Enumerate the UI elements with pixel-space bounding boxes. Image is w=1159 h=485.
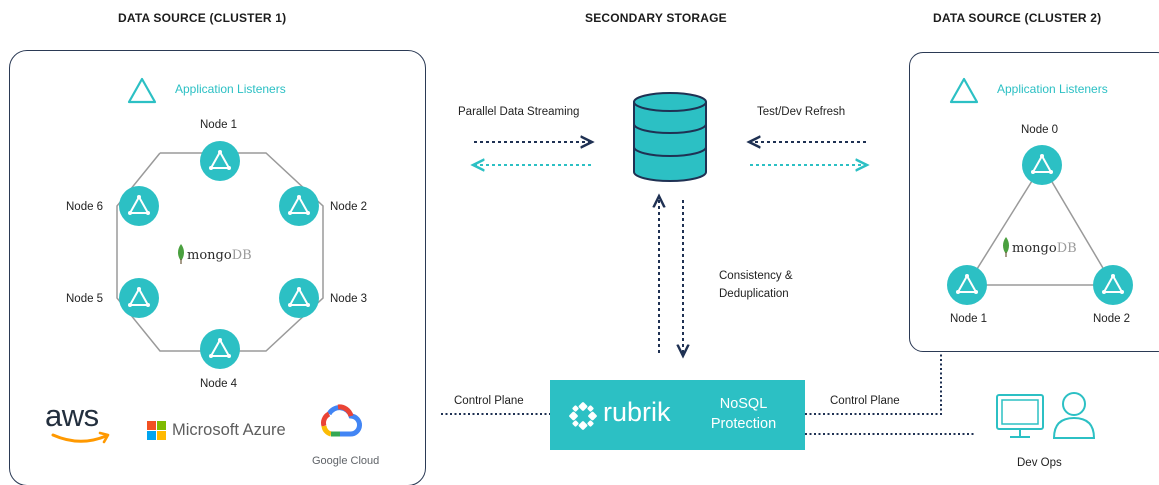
google-cloud-label: Google Cloud bbox=[312, 455, 380, 467]
devops-label: Dev Ops bbox=[1017, 457, 1062, 469]
control-plane-right-label: Control Plane bbox=[830, 395, 900, 407]
parallel-streaming-label: Parallel Data Streaming bbox=[458, 106, 580, 118]
mongodb-logo: mongoDB bbox=[187, 248, 252, 263]
c2-node-1-label: Node 1 bbox=[950, 313, 988, 325]
node-2-label: Node 2 bbox=[330, 201, 368, 213]
node-6 bbox=[119, 186, 159, 226]
mongodb-logo-2: mongoDB bbox=[1012, 241, 1077, 256]
computer-icon bbox=[996, 394, 1044, 438]
listeners-icon bbox=[127, 77, 157, 104]
rubrik-product-2: Protection bbox=[710, 416, 777, 432]
mongodb-leaf-icon-2 bbox=[1003, 237, 1009, 257]
azure-label: Microsoft Azure bbox=[172, 421, 286, 439]
aws-logo-text: aws bbox=[45, 398, 99, 433]
cluster2-listeners-label: Application Listeners bbox=[997, 82, 1108, 96]
c2-node-0-label: Node 0 bbox=[1021, 124, 1059, 136]
control-line-right bbox=[805, 352, 942, 415]
cluster2-ring bbox=[965, 163, 1115, 286]
aws-logo: aws bbox=[40, 398, 120, 458]
node-4-label: Node 4 bbox=[200, 378, 238, 390]
node-2 bbox=[279, 186, 319, 226]
testdev-refresh-label: Test/Dev Refresh bbox=[757, 106, 846, 118]
cluster1-ring bbox=[116, 152, 324, 352]
rubrik-brand: rubrik bbox=[603, 397, 671, 427]
c2-node-2-label: Node 2 bbox=[1093, 313, 1131, 325]
rubrik-box: rubrik NoSQL Protection bbox=[550, 380, 805, 450]
cluster1-box bbox=[9, 50, 426, 485]
rubrik-logo-icon bbox=[569, 402, 597, 430]
cluster2-header: DATA SOURCE (CLUSTER 2) bbox=[933, 11, 1102, 25]
control-plane-left-label: Control Plane bbox=[454, 395, 524, 407]
mongodb-leaf-icon bbox=[178, 244, 184, 264]
node-1 bbox=[200, 141, 240, 181]
listeners-icon-2 bbox=[949, 77, 979, 104]
node-3-label: Node 3 bbox=[330, 293, 368, 305]
consistency-label-2: Deduplication bbox=[719, 288, 789, 300]
mongodb-logo-2-a: mongo bbox=[1012, 241, 1057, 256]
aws-smile-icon bbox=[51, 431, 110, 444]
c2-node-2 bbox=[1093, 265, 1133, 305]
storage-header: SECONDARY STORAGE bbox=[585, 11, 727, 25]
cluster1-listeners-label: Application Listeners bbox=[175, 82, 286, 96]
node-5 bbox=[119, 278, 159, 318]
google-cloud-icon bbox=[321, 404, 362, 437]
microsoft-logo-icon bbox=[147, 421, 167, 441]
cluster1-header: DATA SOURCE (CLUSTER 1) bbox=[118, 11, 287, 25]
node-5-label: Node 5 bbox=[66, 293, 104, 305]
rubrik-product-1: NoSQL bbox=[719, 396, 768, 412]
c2-node-1 bbox=[947, 265, 987, 305]
consistency-label-1: Consistency & bbox=[719, 270, 793, 282]
mongodb-logo-2-b: DB bbox=[1056, 241, 1077, 256]
c2-node-0 bbox=[1022, 145, 1062, 185]
node-4 bbox=[200, 329, 240, 369]
node-1-label: Node 1 bbox=[200, 119, 238, 131]
mongodb-logo-b: DB bbox=[231, 248, 252, 263]
database-icon bbox=[633, 92, 707, 182]
node-3 bbox=[279, 278, 319, 318]
user-icon bbox=[1052, 392, 1096, 439]
node-6-label: Node 6 bbox=[66, 201, 104, 213]
mongodb-logo-a: mongo bbox=[187, 248, 232, 263]
